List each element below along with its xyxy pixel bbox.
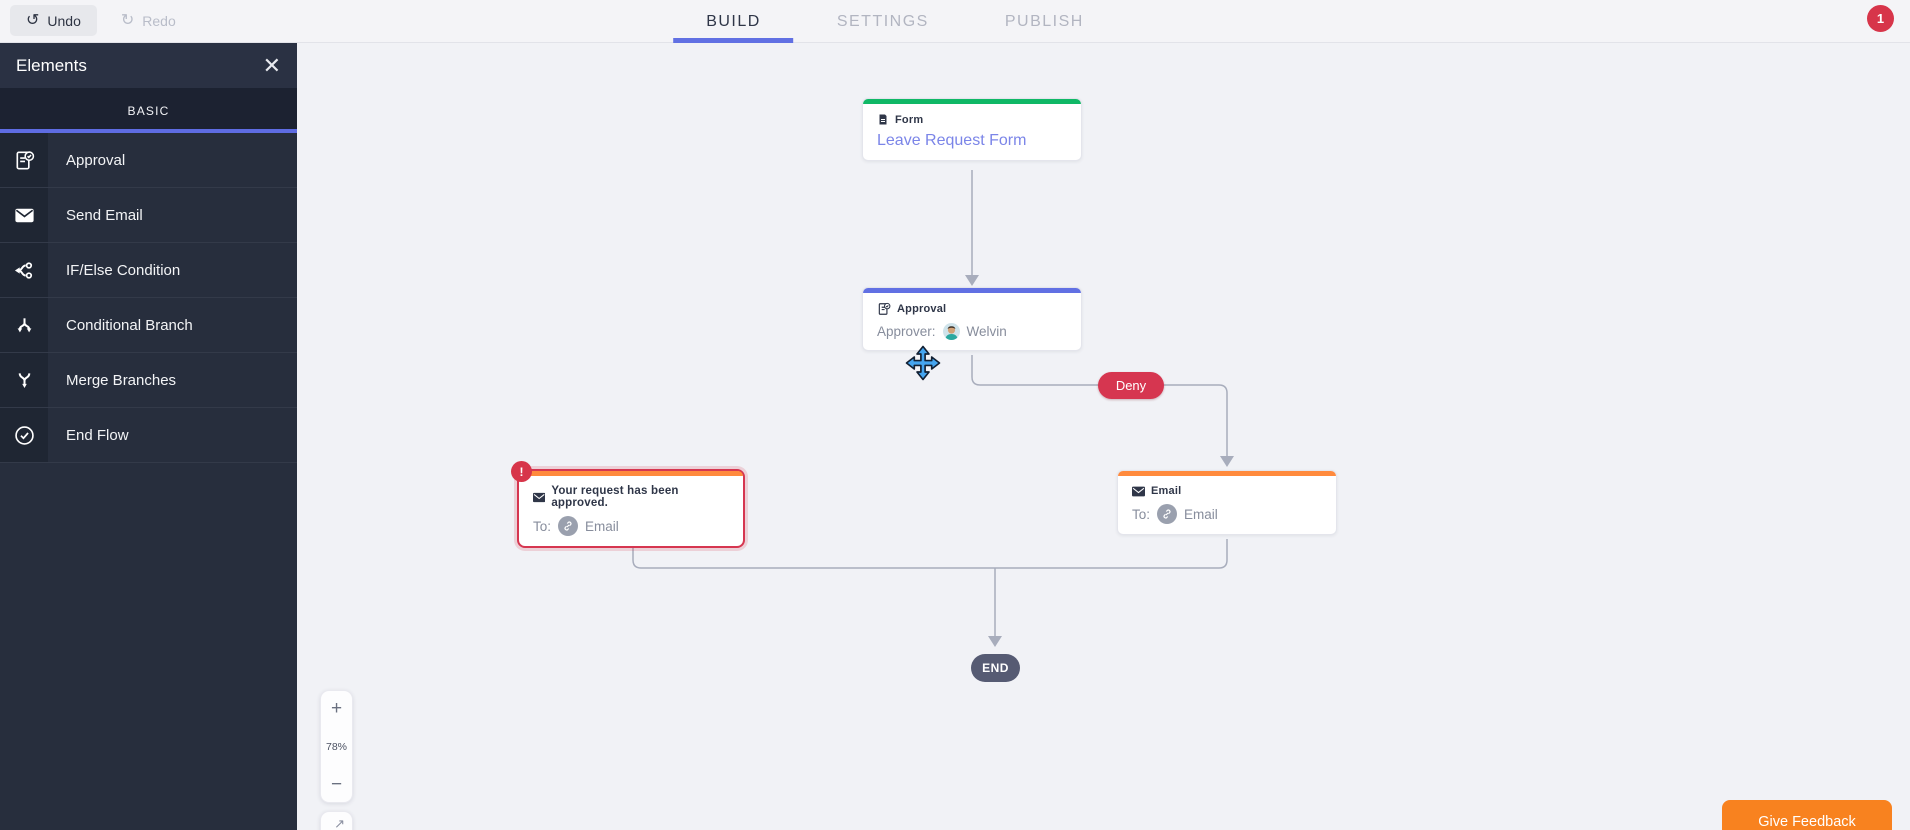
approval-accent-bar bbox=[863, 288, 1081, 293]
expand-icon: ↗ bbox=[334, 816, 345, 830]
email-accent-bar bbox=[1118, 471, 1336, 476]
sidebar-item-label: IF/Else Condition bbox=[66, 261, 181, 279]
sidebar-item-label: Send Email bbox=[66, 206, 143, 224]
node-end[interactable]: END bbox=[971, 654, 1020, 682]
email-type-label: Email bbox=[1151, 485, 1182, 497]
redo-button[interactable]: ↻ Redo bbox=[111, 5, 186, 36]
undo-button[interactable]: ↺ Undo bbox=[10, 5, 97, 36]
sidebar-item-label: End Flow bbox=[66, 426, 129, 444]
sidebar-item-label: Approval bbox=[66, 151, 126, 169]
zoom-level: 78% bbox=[325, 740, 347, 753]
sidebar-item-label: Conditional Branch bbox=[66, 316, 193, 334]
tab-basic-label: BASIC bbox=[127, 103, 170, 118]
deny-branch-pill[interactable]: Deny bbox=[1098, 372, 1164, 399]
link-field-icon bbox=[558, 516, 579, 536]
approval-icon bbox=[878, 302, 891, 315]
link-field-icon bbox=[1157, 504, 1178, 524]
envelope-icon bbox=[1132, 486, 1145, 496]
zoom-controls: + 78% − bbox=[320, 690, 353, 803]
end-node-label: END bbox=[982, 661, 1009, 675]
undo-icon: ↺ bbox=[26, 11, 40, 29]
node-approval[interactable]: Approval Approver: Welvin bbox=[862, 287, 1082, 351]
close-icon[interactable]: ✕ bbox=[262, 52, 281, 78]
node-email-error[interactable]: ! Your request has been approved. To: Em… bbox=[511, 461, 745, 548]
node-email[interactable]: Email To: Email bbox=[1117, 470, 1337, 535]
history-controls: ↺ Undo ↻ Redo bbox=[10, 5, 186, 36]
approver-name: Welvin bbox=[966, 324, 1007, 339]
tab-settings-label: SETTINGS bbox=[836, 12, 929, 30]
error-badge-glyph: ! bbox=[519, 464, 524, 479]
main-tabs: BUILD SETTINGS PUBLISH bbox=[673, 0, 1098, 43]
redo-icon: ↻ bbox=[120, 11, 135, 29]
redo-label: Redo bbox=[142, 12, 176, 29]
notification-count: 1 bbox=[1876, 11, 1885, 26]
email-error-accent-bar bbox=[519, 471, 743, 476]
tab-basic[interactable]: BASIC bbox=[0, 88, 297, 133]
deny-branch-label: Deny bbox=[1115, 378, 1147, 393]
conditional-branch-icon bbox=[17, 317, 31, 332]
notification-badge[interactable]: 1 bbox=[1867, 5, 1894, 32]
give-feedback-button[interactable]: Give Feedback bbox=[1722, 800, 1892, 830]
zoom-out-button[interactable]: − bbox=[330, 774, 343, 795]
top-toolbar: ↺ Undo ↻ Redo BUILD SETTINGS PUBLISH 1 bbox=[0, 0, 1910, 43]
tab-build-label: BUILD bbox=[706, 12, 761, 30]
elements-panel-title: Elements bbox=[16, 55, 87, 75]
tab-settings[interactable]: SETTINGS bbox=[823, 0, 943, 43]
basic-tab-underline bbox=[0, 129, 297, 133]
form-title-link[interactable]: Leave Request Form bbox=[877, 132, 1027, 149]
active-tab-underline bbox=[673, 38, 794, 43]
tab-publish[interactable]: PUBLISH bbox=[991, 0, 1098, 43]
elements-panel: Elements ✕ BASIC Approval Send Email IF/… bbox=[0, 43, 297, 830]
sidebar-item-if-else[interactable]: IF/Else Condition bbox=[0, 243, 297, 298]
email-to-value: Email bbox=[1184, 506, 1218, 522]
if-else-icon bbox=[14, 261, 32, 279]
end-flow-icon bbox=[14, 425, 34, 445]
elements-panel-header: Elements ✕ bbox=[0, 43, 297, 88]
tab-build[interactable]: BUILD bbox=[673, 0, 794, 43]
sidebar-item-end-flow[interactable]: End Flow bbox=[0, 408, 297, 463]
form-accent-bar bbox=[863, 99, 1081, 104]
email-to-label: To: bbox=[1132, 506, 1151, 522]
email-error-title: Your request has been approved. bbox=[551, 485, 679, 509]
approver-avatar bbox=[942, 323, 960, 340]
zoom-in-button[interactable]: + bbox=[330, 698, 343, 719]
fit-view-button[interactable]: ↗ bbox=[320, 811, 353, 830]
sidebar-item-approval[interactable]: Approval bbox=[0, 133, 297, 188]
email-error-to-value: Email bbox=[585, 518, 619, 534]
envelope-icon bbox=[14, 208, 34, 222]
tab-publish-label: PUBLISH bbox=[1004, 12, 1084, 30]
move-cursor-icon bbox=[905, 345, 941, 381]
sidebar-item-send-email[interactable]: Send Email bbox=[0, 188, 297, 243]
undo-label: Undo bbox=[47, 12, 81, 29]
form-type-label: Form bbox=[895, 113, 924, 126]
approval-type-label: Approval bbox=[897, 303, 947, 315]
sidebar-item-label: Merge Branches bbox=[66, 371, 177, 389]
approval-icon bbox=[15, 150, 34, 169]
approver-label: Approver: bbox=[877, 324, 936, 339]
sidebar-item-conditional-branch[interactable]: Conditional Branch bbox=[0, 298, 297, 353]
document-icon bbox=[879, 114, 887, 125]
error-badge: ! bbox=[511, 461, 532, 482]
flow-canvas[interactable] bbox=[297, 43, 1910, 830]
envelope-icon bbox=[533, 492, 546, 502]
email-error-to-label: To: bbox=[533, 518, 552, 534]
merge-branches-icon bbox=[18, 372, 30, 388]
node-form[interactable]: Form Leave Request Form bbox=[862, 98, 1082, 161]
sidebar-item-merge-branches[interactable]: Merge Branches bbox=[0, 353, 297, 408]
